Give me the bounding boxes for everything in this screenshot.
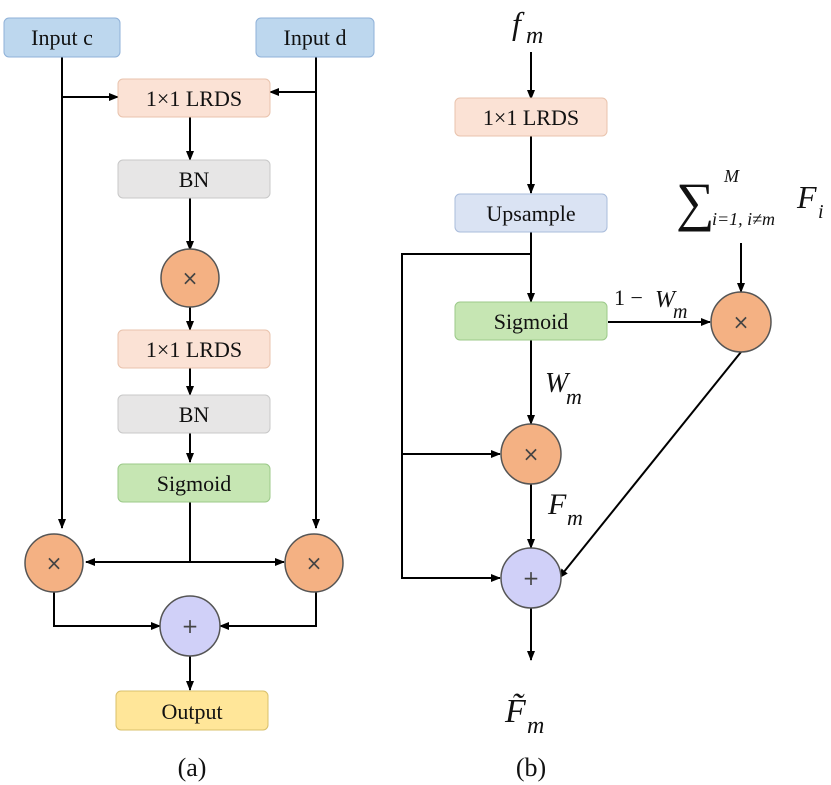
- lrds-box-1: 1×1 LRDS: [117, 78, 271, 118]
- w-m-symbol: W: [545, 368, 571, 399]
- multiply-node-left: ×: [24, 533, 84, 593]
- multiply-center-label: ×: [182, 266, 199, 290]
- one-minus-w-subscript: m: [673, 301, 687, 323]
- multiply-right-label: ×: [306, 551, 323, 575]
- lrds-box-b: 1×1 LRDS: [454, 97, 608, 137]
- f-m-input-label: f m: [512, 5, 543, 49]
- f-top-symbol: f: [512, 5, 525, 41]
- one-minus-w-label: 1 − W m: [614, 285, 687, 323]
- one-minus-w-symbol: W: [655, 287, 677, 313]
- panel-a: Input c Input d 1×1 LRDS BN × 1×1 LRDS: [3, 17, 375, 782]
- sum-expression: ∑ M i=1, i≠m F i: [676, 166, 824, 232]
- multiply-node-center: ×: [160, 248, 220, 308]
- w-m-label: W m: [545, 368, 582, 409]
- f-top-subscript: m: [526, 23, 543, 49]
- lrds-2-label: 1×1 LRDS: [146, 337, 242, 362]
- sigmoid-box-a: Sigmoid: [117, 463, 271, 503]
- panel-a-connectors: [53, 57, 320, 691]
- sum-lower-limit: i=1, i≠m: [712, 209, 775, 229]
- panel-b: f m 1×1 LRDS Upsample Sigmoid 1 − W m ∑ …: [401, 5, 824, 782]
- F-tilde-symbol: F̃: [504, 693, 527, 730]
- w-m-subscript: m: [566, 384, 582, 409]
- sigmoid-box-b: Sigmoid: [454, 301, 608, 341]
- F-m-subscript: m: [567, 505, 583, 530]
- sum-F-subscript: i: [818, 201, 824, 223]
- sigmoid-b-label: Sigmoid: [494, 309, 569, 334]
- multiply-node-b-right: ×: [710, 291, 772, 353]
- input-c-box: Input c: [3, 17, 121, 58]
- caption-a: (a): [178, 753, 207, 782]
- bn-box-1: BN: [117, 159, 271, 199]
- multiply-node-b-center: ×: [500, 423, 562, 485]
- multiply-b-right-label: ×: [733, 310, 750, 334]
- F-m-label: F m: [547, 488, 583, 530]
- F-tilde-subscript: m: [527, 713, 544, 739]
- add-node-b: +: [500, 547, 562, 609]
- input-d-box: Input d: [255, 17, 375, 58]
- sum-symbol: ∑: [676, 172, 715, 232]
- F-tilde-output-label: F̃ m: [504, 693, 544, 739]
- multiply-b-center-label: ×: [523, 442, 540, 466]
- upsample-label: Upsample: [486, 201, 575, 226]
- lrds-1-label: 1×1 LRDS: [146, 86, 242, 111]
- input-d-label: Input d: [284, 25, 347, 50]
- F-m-symbol: F: [547, 488, 567, 521]
- one-minus-text: 1 −: [614, 285, 643, 310]
- caption-b: (b): [516, 753, 546, 782]
- bn-box-2: BN: [117, 394, 271, 434]
- sum-upper-limit: M: [723, 166, 740, 186]
- add-node-a: +: [159, 595, 221, 657]
- multiply-node-right: ×: [284, 533, 344, 593]
- bn-2-label: BN: [179, 402, 210, 427]
- panel-b-connectors: [401, 52, 745, 661]
- multiply-left-label: ×: [46, 551, 63, 575]
- lrds-b-label: 1×1 LRDS: [483, 105, 579, 130]
- upsample-box: Upsample: [454, 193, 608, 233]
- input-c-label: Input c: [31, 25, 93, 50]
- sigmoid-a-label: Sigmoid: [157, 471, 232, 496]
- sum-F-symbol: F: [796, 179, 817, 215]
- add-a-label: +: [182, 614, 199, 638]
- output-box: Output: [115, 690, 269, 731]
- bn-1-label: BN: [179, 167, 210, 192]
- output-label: Output: [161, 699, 222, 724]
- add-b-label: +: [523, 566, 540, 590]
- lrds-box-2: 1×1 LRDS: [117, 329, 271, 369]
